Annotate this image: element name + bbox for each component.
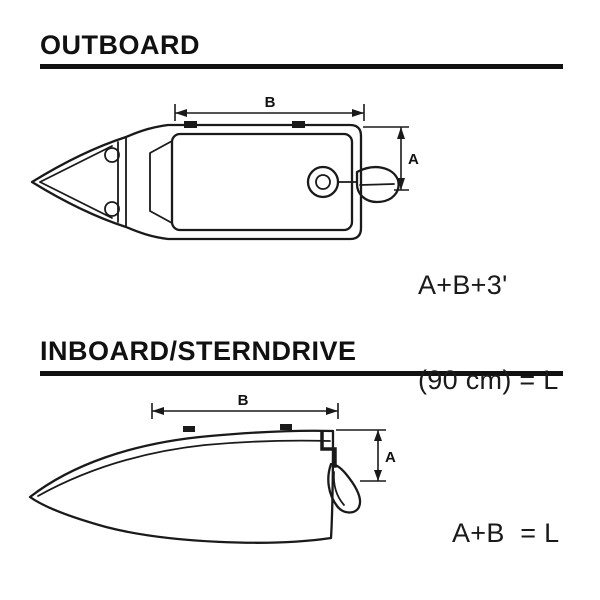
outboard-formula: A+B+3' (90 cm) = L — [418, 206, 559, 461]
inboard-divider — [40, 371, 563, 376]
dim-b-arrowhead-left — [152, 407, 164, 415]
outboard-title: OUTBOARD — [40, 30, 200, 60]
outboard-formula-line1: A+B+3' — [418, 269, 508, 300]
outdrive-body — [327, 462, 362, 514]
bulkhead-lines — [117, 137, 127, 227]
cleat-right — [292, 121, 305, 128]
motor-cowl-outer — [306, 165, 340, 199]
dim-b-arrowhead-right — [352, 109, 364, 117]
hull-outline — [30, 123, 363, 241]
dim-a-arrowhead-top — [397, 127, 405, 139]
outboard-boat-topview — [30, 121, 400, 241]
deck-sheer-line — [37, 439, 331, 497]
bow-deck-lines — [39, 145, 113, 219]
dim-a-arrowhead-top — [374, 430, 382, 441]
outboard-dim-a-label: A — [408, 151, 419, 168]
motor-cowl-inner — [315, 174, 331, 190]
inboard-dim-b-label: B — [238, 392, 249, 409]
sterndrive-unit — [327, 462, 362, 514]
dim-a-arrowhead-bottom — [397, 178, 405, 190]
dim-b-arrowhead-right — [326, 407, 338, 415]
hull-outline — [28, 429, 335, 544]
inboard-dimensions: B A — [151, 392, 396, 482]
motor-body — [355, 166, 400, 204]
cockpit-outline — [170, 132, 354, 232]
windshield — [149, 140, 173, 224]
outboard-formula-line2: (90 cm) = L — [418, 365, 559, 396]
outboard-motor — [306, 165, 400, 204]
cleat-left — [184, 121, 197, 128]
outboard-dimensions: B A — [174, 94, 419, 191]
inboard-formula: A+B = L — [452, 518, 560, 548]
stern-bracket — [320, 431, 337, 468]
inboard-dim-a-label: A — [385, 449, 396, 466]
cleat-right — [280, 424, 292, 430]
inboard-title: INBOARD/STERNDRIVE — [40, 336, 357, 366]
outboard-divider — [40, 64, 563, 69]
outdrive-line — [332, 471, 345, 506]
dim-a-arrowhead-bottom — [374, 470, 382, 481]
motor-body-line — [359, 183, 395, 186]
deck-hatch-top — [104, 147, 120, 163]
deck-hatch-bottom — [104, 201, 120, 217]
dim-b-arrowhead-left — [175, 109, 187, 117]
inboard-boat-sideview — [28, 424, 362, 544]
outboard-dim-b-label: B — [265, 94, 276, 111]
cleat-left — [183, 426, 195, 432]
